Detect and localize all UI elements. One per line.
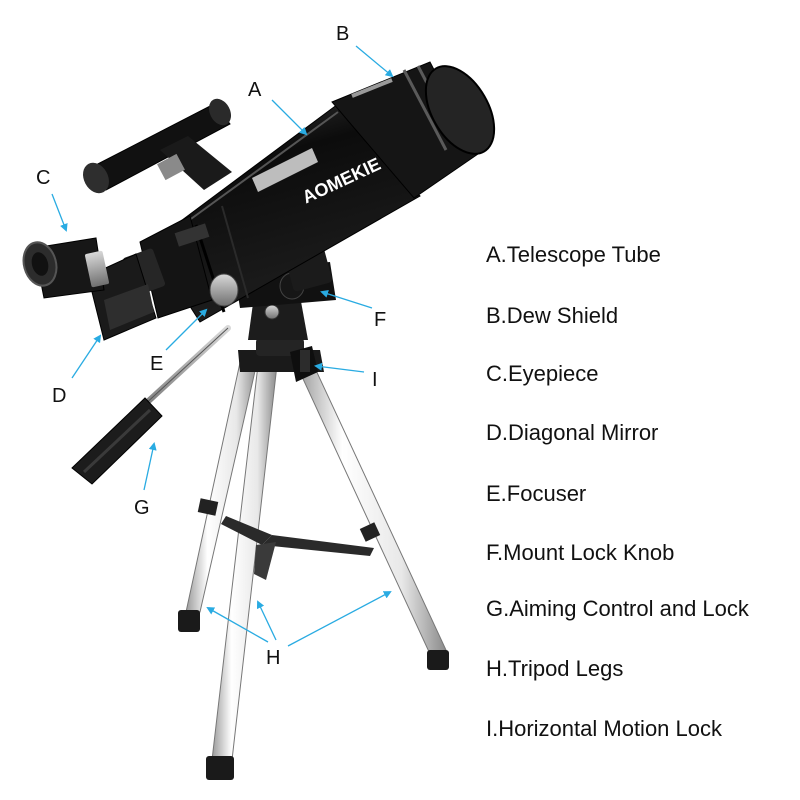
foot-front (206, 756, 234, 780)
tripod-legs (178, 357, 449, 780)
legend-item-b: B.Dew Shield (486, 303, 619, 328)
callout-arrows (51, 45, 394, 647)
callout-letter-b: B (336, 23, 349, 45)
tube-label (252, 148, 318, 192)
leg-clamp-left (197, 498, 219, 516)
callout-letter-g: G (134, 497, 150, 519)
arrow-h-left (206, 607, 269, 643)
dew-shield-aperture (424, 65, 496, 155)
arrow-h-mid (256, 600, 277, 641)
legend-item-i: I.Horizontal Motion Lock (486, 716, 722, 741)
callout-letter-i: I (372, 369, 378, 391)
arrow-h-right (287, 591, 392, 647)
legend-item-e: E.Focuser (486, 481, 587, 506)
dew-shield (331, 61, 496, 199)
arrow-i (314, 362, 365, 373)
callout-letter-a: A (248, 79, 262, 101)
arrow-e (165, 308, 208, 351)
legend-item-c: C.Eyepiece (486, 361, 599, 386)
callout-letter-d: D (52, 385, 66, 407)
finder-scope (83, 98, 232, 194)
legend-item-a: A.Telescope Tube (486, 242, 661, 267)
callout-letter-h: H (266, 647, 280, 669)
legend-item-h: H.Tripod Legs (486, 656, 624, 681)
legend-item-f: F.Mount Lock Knob (486, 540, 675, 565)
callout-letter-f: F (374, 309, 386, 331)
legend-item-d: D.Diagonal Mirror (486, 420, 659, 445)
eyepiece (22, 237, 109, 299)
telescope-tube: AOMEKIE (149, 103, 421, 323)
arrow-f (320, 290, 373, 309)
callout-letter-c: C (36, 167, 50, 189)
arrow-d (71, 334, 102, 379)
legend-item-g: G.Aiming Control and Lock (486, 596, 749, 621)
callout-letter-e: E (150, 353, 163, 375)
arrow-g (143, 442, 157, 491)
tripod-leg-right (297, 365, 447, 655)
tripod-spreader (221, 516, 374, 580)
aiming-control-handle (71, 325, 231, 485)
leg-clamp-right (359, 522, 381, 542)
foot-right (427, 650, 449, 670)
arrow-b (355, 45, 394, 78)
arrow-a (271, 99, 308, 136)
focus-knob (209, 273, 239, 307)
mount-bolt (264, 304, 280, 320)
callout-letters: A B C D E F G H I (36, 23, 386, 669)
foot-left (178, 610, 200, 632)
arrow-c (51, 193, 68, 232)
